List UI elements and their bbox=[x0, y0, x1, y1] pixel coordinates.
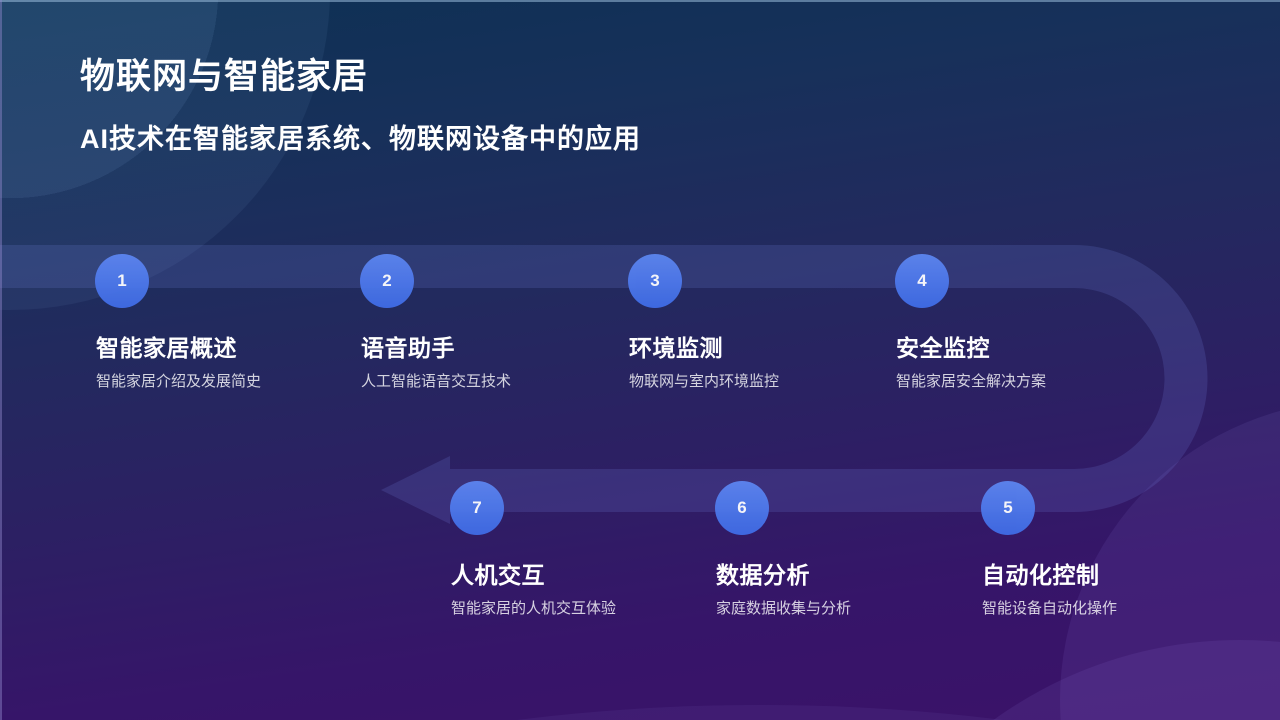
step-number: 3 bbox=[650, 271, 660, 290]
step-description: 人工智能语音交互技术 bbox=[361, 373, 512, 390]
step-number-badge: 4 bbox=[895, 254, 949, 308]
step-title: 数据分析 bbox=[716, 562, 810, 588]
step-number: 6 bbox=[737, 498, 747, 517]
timeline-step-4: 4 安全监控 智能家居安全解决方案 bbox=[895, 254, 1157, 391]
step-number: 4 bbox=[917, 271, 927, 290]
step-number-badge: 7 bbox=[450, 481, 504, 535]
step-number-badge: 2 bbox=[360, 254, 414, 308]
timeline-step-2: 2 语音助手 人工智能语音交互技术 bbox=[360, 254, 622, 391]
step-title: 环境监测 bbox=[629, 335, 723, 361]
step-number: 5 bbox=[1003, 498, 1013, 517]
slide-left-edge-highlight bbox=[0, 0, 2, 720]
step-description: 智能家居介绍及发展简史 bbox=[96, 373, 262, 390]
step-title: 自动化控制 bbox=[982, 562, 1100, 588]
step-number-badge: 1 bbox=[95, 254, 149, 308]
step-title: 人机交互 bbox=[451, 562, 545, 588]
page-subtitle: AI技术在智能家居系统、物联网设备中的应用 bbox=[80, 124, 641, 154]
step-number-badge: 3 bbox=[628, 254, 682, 308]
step-number: 7 bbox=[472, 498, 482, 517]
step-title: 智能家居概述 bbox=[96, 335, 237, 361]
step-description: 家庭数据收集与分析 bbox=[716, 600, 852, 617]
page-title: 物联网与智能家居 bbox=[80, 57, 369, 96]
step-number-badge: 5 bbox=[981, 481, 1035, 535]
step-description: 智能家居的人机交互体验 bbox=[451, 600, 617, 617]
timeline-step-3: 3 环境监测 物联网与室内环境监控 bbox=[628, 254, 890, 391]
timeline-step-7: 7 人机交互 智能家居的人机交互体验 bbox=[450, 481, 712, 618]
step-description: 智能设备自动化操作 bbox=[982, 600, 1118, 617]
timeline-step-5: 5 自动化控制 智能设备自动化操作 bbox=[981, 481, 1243, 618]
step-title: 语音助手 bbox=[361, 335, 455, 361]
slide-top-edge-highlight bbox=[0, 0, 1280, 2]
step-description: 智能家居安全解决方案 bbox=[896, 373, 1047, 390]
step-number: 1 bbox=[117, 271, 127, 290]
timeline-step-6: 6 数据分析 家庭数据收集与分析 bbox=[715, 481, 977, 618]
timeline-step-1: 1 智能家居概述 智能家居介绍及发展简史 bbox=[95, 254, 357, 391]
step-description: 物联网与室内环境监控 bbox=[629, 373, 780, 390]
step-title: 安全监控 bbox=[896, 335, 990, 361]
step-number-badge: 6 bbox=[715, 481, 769, 535]
step-number: 2 bbox=[382, 271, 392, 290]
